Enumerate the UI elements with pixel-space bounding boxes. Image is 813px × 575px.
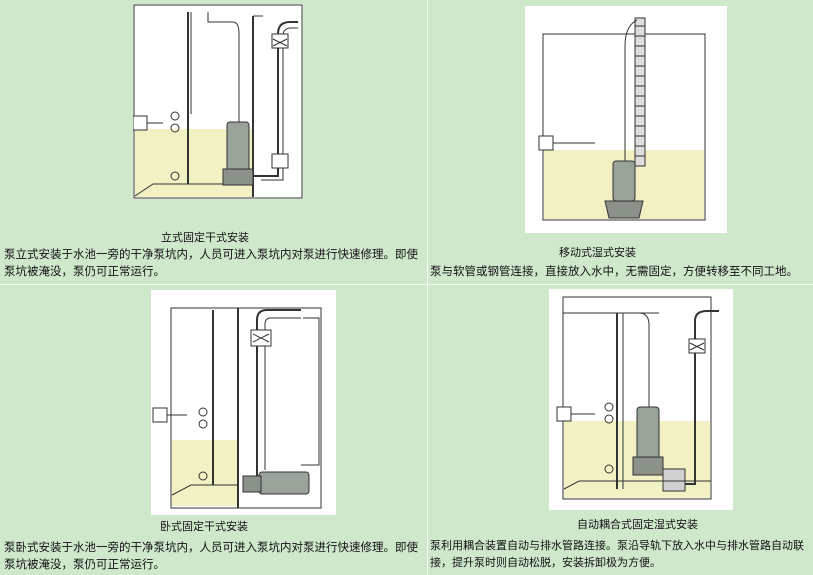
grid-divider-vertical [427,0,428,575]
portable-wet-diagram [525,6,727,233]
vertical-dry-svg [133,4,303,199]
panel-portable-wet: 移动式湿式安装 泵与软管或钢管连接，直接放入水中，无需固定，方便转移至不同工地。 [428,0,813,284]
description-portable-wet: 泵与软管或钢管连接，直接放入水中，无需固定，方便转移至不同工地。 [430,264,798,278]
description-horizontal-dry: 泵卧式安装于水池一旁的干净泵坑内，人员可进入泵坑内对泵进行快速修理。即使泵坑被淹… [4,540,418,571]
horizontal-dry-svg [152,291,335,514]
water-level [172,440,238,506]
panel-auto-coupling-wet: 自动耦合式固定湿式安装 泵利用耦合装置自动与排水管路连接。泵沿导轨下放入水中与排… [428,285,813,575]
portable-wet-svg [526,7,726,232]
grid-divider-horizontal [0,284,813,285]
caption-portable-wet: 移动式湿式安装 [559,246,636,259]
caption-horizontal-dry: 卧式固定干式安装 [160,520,248,533]
caption-vertical-dry: 立式固定干式安装 [161,231,249,244]
horizontal-dry-diagram [151,290,336,515]
auto-coupling-wet-svg [550,290,732,509]
auto-coupling-wet-diagram [549,289,733,510]
vertical-dry-diagram [133,4,303,199]
caption-auto-coupling-wet: 自动耦合式固定湿式安装 [577,518,698,531]
description-auto-coupling-wet: 泵利用耦合装置自动与排水管路连接。泵沿导轨下放入水中与排水管路自动联接，提升泵时… [430,539,804,569]
description-vertical-dry: 泵立式安装于水池一旁的干净泵坑内，人员可进入泵坑内对泵进行快速修理。即使泵坑被淹… [4,247,418,278]
panel-horizontal-dry: 卧式固定干式安装 泵卧式安装于水池一旁的干净泵坑内，人员可进入泵坑内对泵进行快速… [0,285,427,575]
panel-vertical-dry: 立式固定干式安装 泵立式安装于水池一旁的干净泵坑内，人员可进入泵坑内对泵进行快速… [0,0,427,284]
